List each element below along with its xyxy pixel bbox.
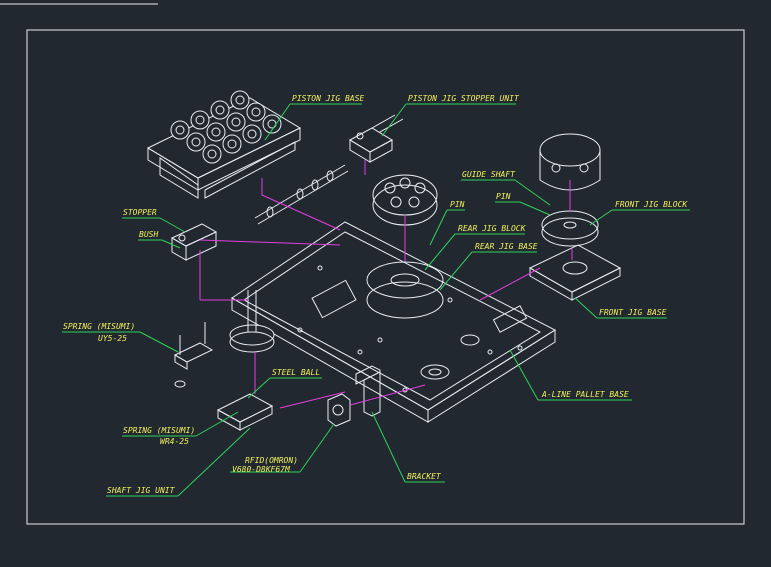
label-a-line-pallet-base: A-LINE PALLET BASE	[541, 390, 629, 399]
label-front-jig-base: FRONT JIG BASE	[599, 308, 667, 317]
label-rear-jig-base: REAR JIG BASE	[475, 242, 538, 251]
leader-lines	[62, 103, 690, 497]
label-spring-misumi-2: SPRING (MISUMI)	[123, 426, 195, 435]
label-rear-jig-block: REAR JIG BLOCK	[458, 224, 527, 233]
label-spring-misumi-1-code: UY5-25	[98, 334, 127, 343]
stopper-part	[170, 223, 218, 261]
bracket-part	[355, 365, 381, 417]
rfid-part	[327, 393, 351, 427]
spring-uy5-part	[173, 322, 214, 388]
shaft-part	[254, 164, 349, 225]
label-piston-jig-stopper-unit: PISTON JIG STOPPER UNIT	[408, 94, 520, 103]
label-piston-jig-base: PISTON JIG BASE	[292, 94, 364, 103]
label-bush: BUSH	[139, 230, 158, 239]
front-jig-base-part	[528, 244, 622, 301]
label-stopper: STOPPER	[123, 208, 157, 217]
label-pin-left: PIN	[450, 200, 465, 209]
front-jig-block-part	[539, 133, 601, 247]
label-spring-misumi-1: SPRING (MISUMI)	[63, 322, 135, 331]
assembly-lines	[199, 160, 573, 409]
shaft-jig-unit-part	[216, 290, 275, 431]
label-rfid: RFID(OMRON)	[245, 456, 298, 465]
drawing-border	[26, 29, 745, 525]
label-shaft-jig-unit: SHAFT JIG UNIT	[107, 486, 176, 495]
label-bracket: BRACKET	[407, 472, 442, 481]
label-guide-shaft: GUIDE SHAFT	[462, 170, 516, 179]
a-line-pallet-base-part	[231, 221, 557, 423]
label-rfid-code: V680-D8KF67M	[232, 465, 291, 474]
label-front-jig-block: FRONT JIG BLOCK	[615, 200, 688, 209]
label-pin-right: PIN	[496, 192, 511, 201]
piston-jig-stopper-unit-part	[348, 114, 404, 163]
label-steel-ball: STEEL BALL	[272, 368, 320, 377]
label-spring-misumi-2-code: WR4-25	[160, 437, 189, 446]
piston-jig-base-part	[146, 90, 302, 199]
